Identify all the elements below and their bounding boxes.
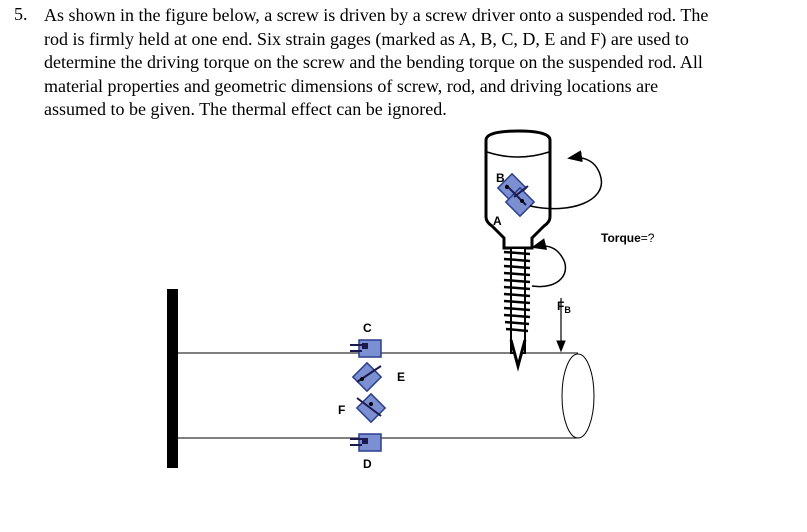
- force-label-main: F: [557, 299, 564, 313]
- gage-label-a: A: [493, 214, 502, 228]
- torque-label-suffix: =?: [641, 231, 655, 245]
- gage-label-f: F: [338, 403, 345, 417]
- problem-line-3: determine the driving torque on the scre…: [44, 52, 703, 72]
- torque-label: Torque=?: [601, 231, 655, 245]
- gage-d: [350, 433, 382, 452]
- torque-arrow-lower: [531, 238, 567, 288]
- fixed-wall: [167, 289, 178, 468]
- gage-label-e: E: [397, 370, 405, 384]
- gage-label-d: D: [363, 457, 372, 471]
- handle-rim: [486, 151, 550, 158]
- gage-c: [350, 339, 382, 358]
- suspended-rod: [178, 352, 595, 439]
- screw: [503, 247, 531, 372]
- problem-line-5: assumed to be given. The thermal effect …: [44, 99, 447, 119]
- question-number: 5.: [14, 4, 28, 24]
- force-label: FB: [557, 299, 571, 315]
- gage-ab-pair: [496, 172, 536, 218]
- gage-label-b: B: [496, 171, 505, 185]
- problem-line-2: rod is firmly held at one end. Six strai…: [44, 28, 689, 49]
- torque-arrow-upper: [529, 150, 603, 210]
- gage-label-c: C: [363, 321, 372, 335]
- problem-line-1: As shown in the figure below, a screw is…: [44, 5, 709, 25]
- force-label-subscript: B: [564, 305, 571, 315]
- torque-label-text: Torque: [601, 231, 641, 245]
- gage-ef-pair: [351, 361, 387, 424]
- problem-line-4: material properties and geometric dimens…: [44, 75, 659, 96]
